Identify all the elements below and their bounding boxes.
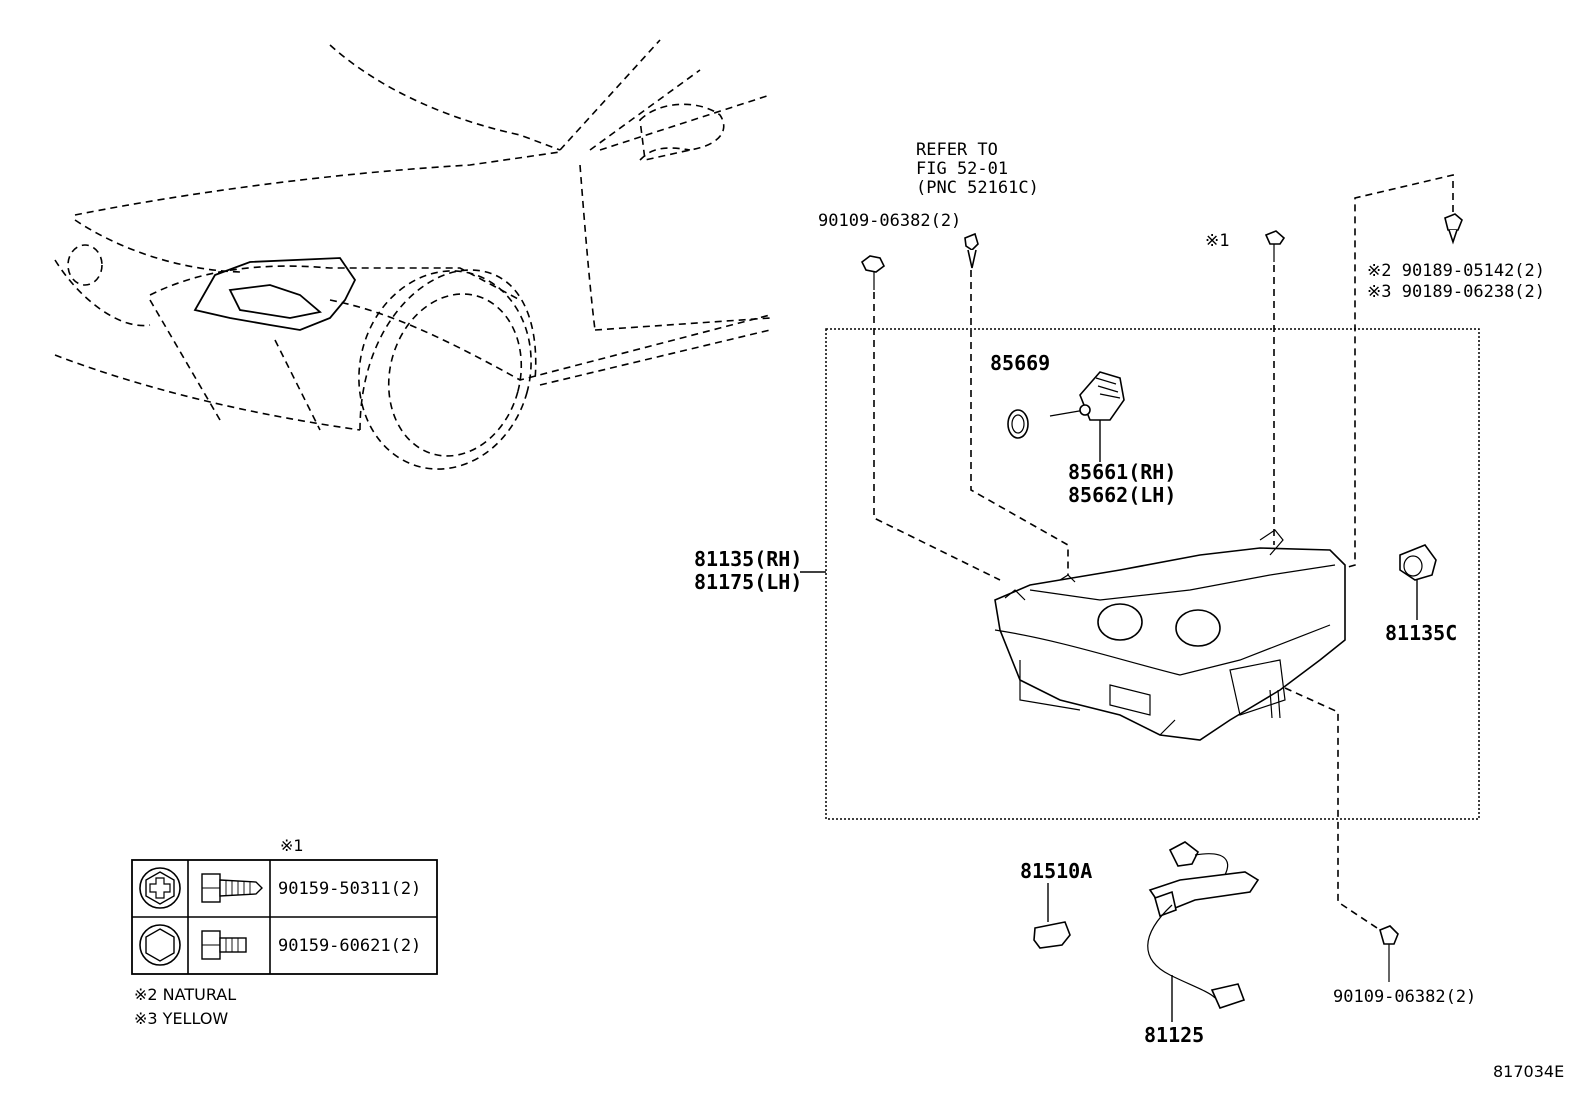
bolt-top-left-icon — [860, 255, 886, 290]
legend-header: ※1 — [280, 836, 304, 855]
refer-line-2: FIG 52-01 — [916, 159, 1008, 179]
label-clip-note3: ※3 90189-06238(2) — [1367, 282, 1545, 302]
screw-short-icon — [201, 930, 247, 960]
label-bolt-top-left: 90109-06382(2) — [818, 211, 961, 231]
legend-note2: ※2 NATURAL — [134, 985, 236, 1004]
label-headlamp-lh: 81175(LH) — [694, 570, 802, 594]
label-note1-marker: ※1 — [1205, 231, 1229, 251]
label-bulb: 81510A — [1020, 859, 1092, 883]
legend-note3: ※3 YELLOW — [134, 1009, 228, 1028]
refer-note: REFER TO FIG 52-01 (PNC 52161C) — [916, 140, 1039, 198]
gasket-ring-icon — [1007, 409, 1029, 439]
screw-long-icon — [201, 873, 263, 903]
label-bolt-bottom-right: 90109-06382(2) — [1333, 987, 1476, 1007]
label-leveling-motor-rh: 85661(RH) — [1068, 460, 1176, 484]
clip-note2-3-icon — [1444, 213, 1463, 245]
label-socket-gasket: 85669 — [990, 351, 1050, 375]
refer-line-1: REFER TO — [916, 140, 998, 160]
bolt-note1-icon — [1264, 230, 1286, 262]
bulb-icon — [1033, 921, 1071, 949]
label-leveling-motor-lh: 85662(LH) — [1068, 483, 1176, 507]
label-cap: 81135C — [1385, 621, 1457, 645]
hex-flange-icon — [139, 924, 181, 966]
headlamp-assembly-icon — [994, 529, 1346, 741]
diagram-id: 817034E — [1493, 1062, 1564, 1081]
label-clip-note2: ※2 90189-05142(2) — [1367, 261, 1545, 281]
leveling-motor-icon — [1049, 371, 1125, 421]
wire-harness-icon — [1147, 841, 1260, 1009]
legend-table: ※1 90159-50311(2) 90159-60621 — [131, 836, 438, 1028]
vehicle-outline — [54, 39, 771, 470]
label-wire: 81125 — [1144, 1023, 1204, 1047]
refer-line-3: (PNC 52161C) — [916, 178, 1039, 198]
bolt-bottom-right-icon — [1379, 925, 1399, 982]
assembly-boundary — [825, 328, 1480, 820]
legend-row-2-part: 90159-60621(2) — [278, 936, 421, 956]
legend-row-1-part: 90159-50311(2) — [278, 879, 421, 899]
cap-icon — [1399, 544, 1437, 581]
label-headlamp-rh: 81135(RH) — [694, 547, 802, 571]
phillips-flange-icon — [139, 867, 181, 909]
refer-clip-icon — [964, 232, 979, 269]
